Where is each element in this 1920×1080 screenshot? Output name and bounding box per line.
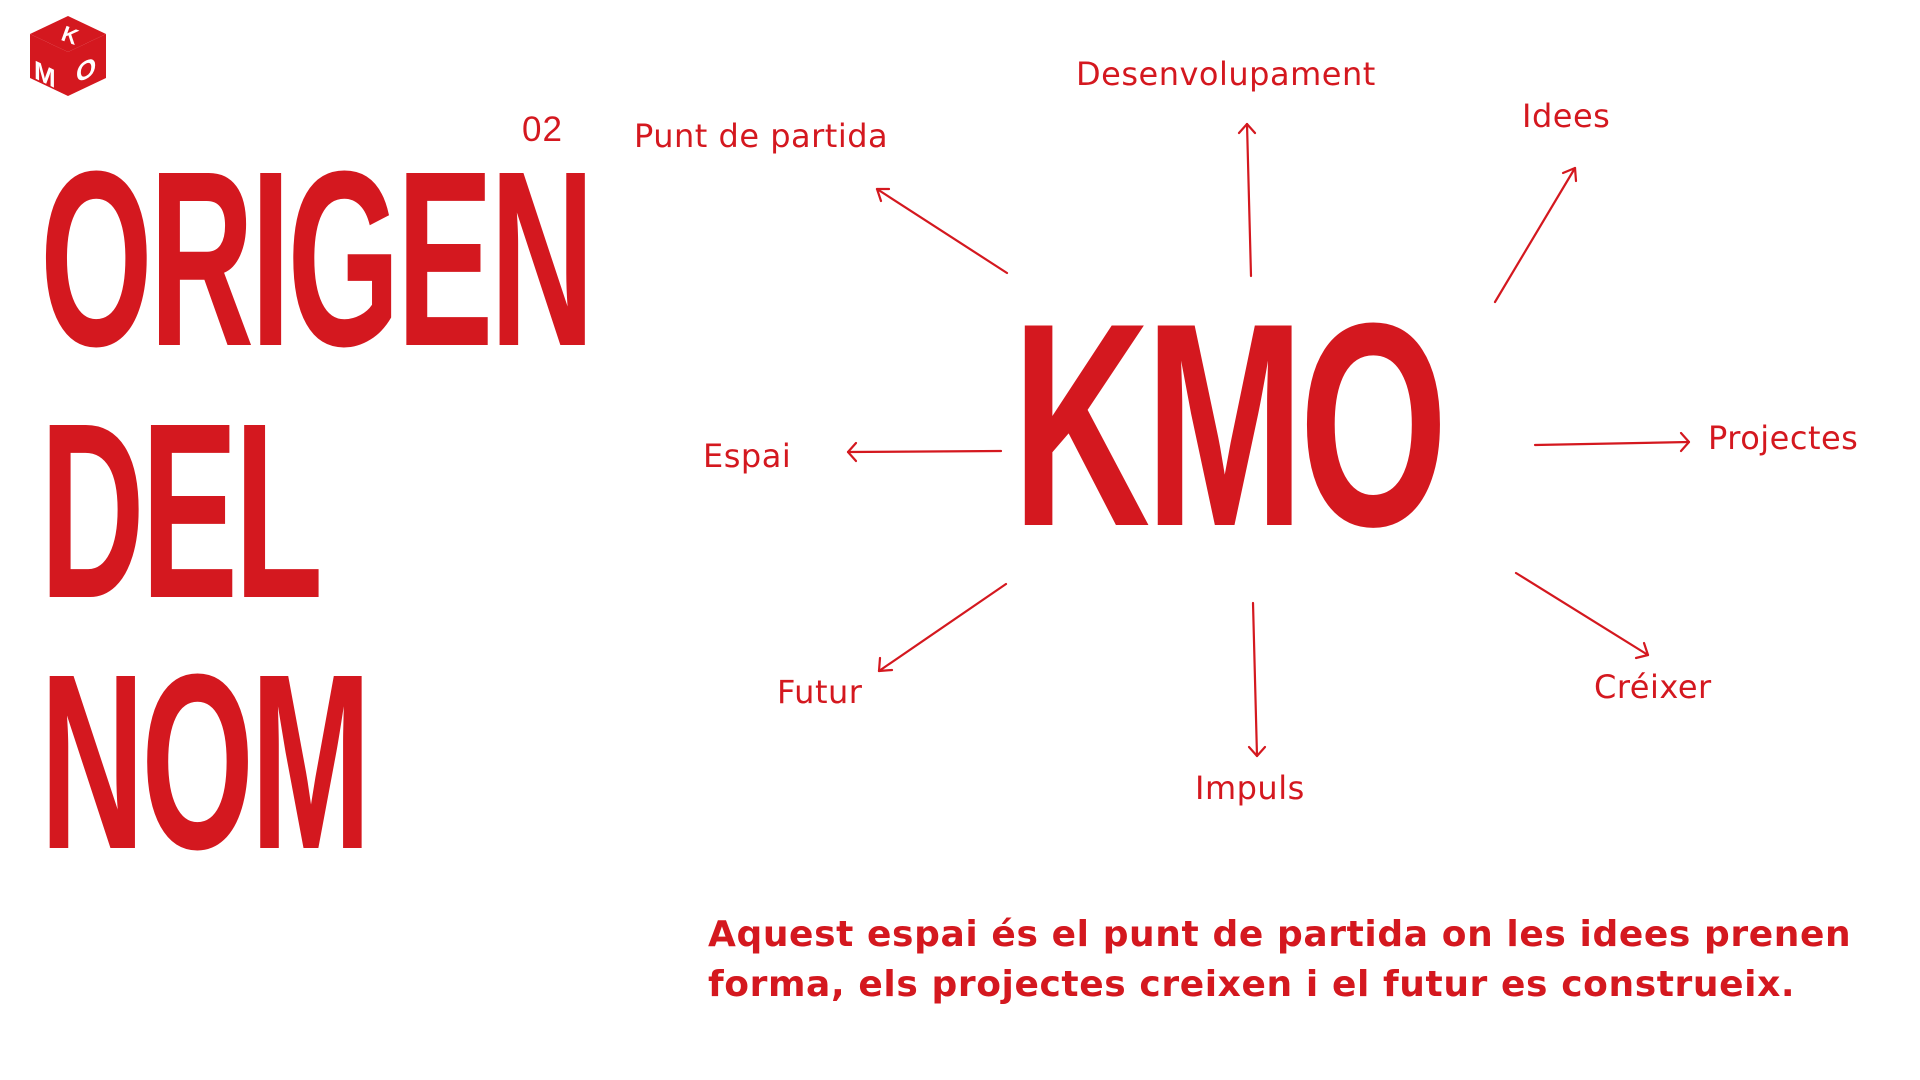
concept-idees: Idees: [1522, 97, 1611, 135]
concept-creixer: Créixer: [1594, 668, 1712, 706]
concept-futur: Futur: [777, 673, 863, 711]
tagline: Aquest espai és el punt de partida on le…: [708, 914, 1852, 1005]
concept-espai: Espai: [703, 437, 792, 475]
concept-projectes: Projectes: [1708, 419, 1859, 457]
page-number: 02: [522, 110, 563, 149]
concept-punt-de-partida: Punt de partida: [634, 117, 889, 155]
arrow-icon: [1237, 122, 1257, 278]
concept-impuls: Impuls: [1195, 769, 1305, 807]
page-title-line-3: NOM: [40, 622, 371, 901]
arrow-icon: [875, 187, 1009, 275]
arrow-icon: [877, 582, 1008, 673]
arrow-icon: [1493, 166, 1578, 304]
kmo-cube-logo-icon: K M O: [30, 16, 106, 96]
arrow-icon: [1247, 601, 1267, 758]
concept-desenvolupament: Desenvolupament: [1076, 55, 1376, 93]
center-node-kmo: KMO: [1012, 263, 1448, 587]
page-title-line-2: DEL: [40, 371, 323, 650]
svg-text:O: O: [76, 50, 96, 89]
arrow-icon: [1514, 571, 1650, 660]
svg-text:M: M: [34, 54, 56, 94]
arrow-icon: [1533, 431, 1691, 453]
page-title-line-1: ORIGEN: [40, 119, 595, 398]
arrow-icon: [846, 441, 1003, 463]
